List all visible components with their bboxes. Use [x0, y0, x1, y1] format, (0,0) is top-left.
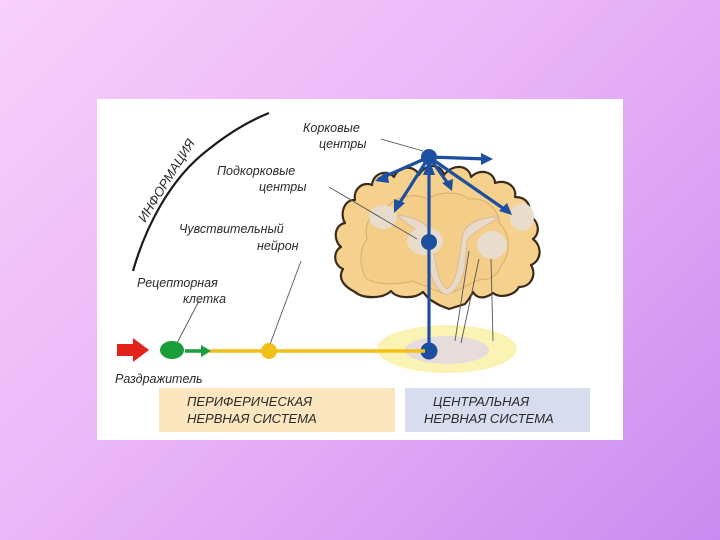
- information-curve: [131, 111, 270, 272]
- stimulus-arrow: [117, 338, 149, 362]
- peripheral-system-box: [159, 388, 395, 432]
- information-label: ИНФОРМАЦИЯ: [135, 136, 198, 224]
- receptor-label-line1: Рецепторная: [137, 276, 218, 290]
- arrowhead-4: [442, 179, 453, 191]
- arrowhead-spinal: [423, 159, 435, 175]
- left-white-matter: [369, 205, 397, 229]
- central-system-box: [405, 388, 590, 432]
- cortical-center-node: [421, 149, 437, 165]
- leader-halo-1: [454, 250, 470, 342]
- peripheral-system-line2: НЕРВНАЯ СИСТЕМА: [187, 411, 317, 426]
- central-system-line2: НЕРВНАЯ СИСТЕМА: [424, 411, 554, 426]
- cortical-arrow-2: [395, 155, 431, 209]
- leader-halo-2: [460, 258, 480, 344]
- right-white-matter: [510, 203, 534, 231]
- nervous-system-diagram: ПЕРИФЕРИЧЕСКАЯ НЕРВНАЯ СИСТЕМА ЦЕНТРАЛЬН…: [115, 111, 590, 432]
- leader-receptor: [176, 300, 200, 344]
- cortical-label-line1: Корковые: [303, 121, 360, 135]
- subcortical-label-line1: Подкорковые: [217, 164, 295, 178]
- cortical-label-line2: центры: [319, 137, 366, 151]
- arrowhead-3: [481, 153, 493, 165]
- sensory-label-line2: нейрон: [257, 239, 299, 253]
- central-system-line1: ЦЕНТРАЛЬНАЯ: [433, 394, 529, 409]
- sensory-neuron-body: [261, 343, 277, 359]
- arrowhead-1: [375, 171, 389, 183]
- subcortical-label-line2: центры: [259, 180, 306, 194]
- leader-cortical: [380, 138, 424, 152]
- receptor-output-arrowhead: [201, 345, 211, 357]
- peripheral-system-line1: ПЕРИФЕРИЧЕСКАЯ: [187, 394, 312, 409]
- stimulus-label: Раздражитель: [115, 372, 203, 386]
- cortical-arrow-5: [427, 155, 509, 213]
- spinal-node: [420, 342, 438, 360]
- receptor-label-line2: клетка: [183, 292, 226, 306]
- diagram-panel: ПЕРИФЕРИЧЕСКАЯ НЕРВНАЯ СИСТЕМА ЦЕНТРАЛЬН…: [97, 99, 623, 440]
- thalamus-right: [477, 231, 507, 259]
- arrowhead-2: [394, 199, 405, 213]
- leader-halo-3: [490, 258, 494, 342]
- receptor-cell: [160, 341, 184, 359]
- leader-sensory: [268, 260, 302, 348]
- sensory-label-line1: Чувствительный: [179, 222, 284, 236]
- leader-subcortical: [328, 186, 418, 240]
- subcortical-center-node: [421, 234, 437, 250]
- arrowhead-5: [499, 203, 512, 215]
- cortical-arrow-3: [427, 155, 489, 161]
